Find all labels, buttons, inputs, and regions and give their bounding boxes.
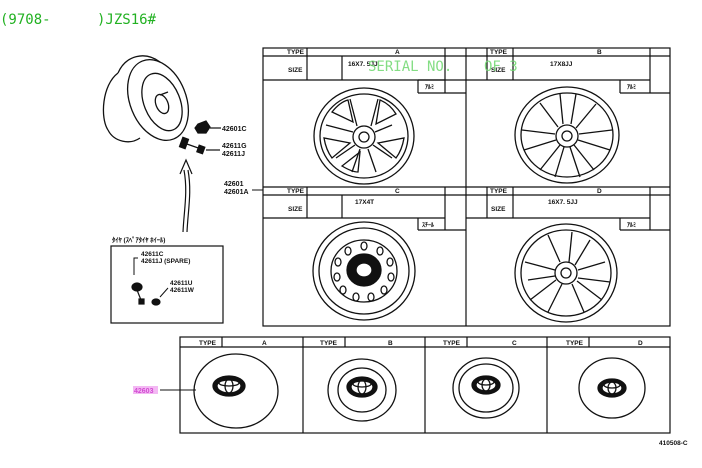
watermark-serial: SERIAL NO.	[368, 59, 453, 75]
hub-nut-icon	[194, 120, 221, 134]
model-code: )JZS16#	[97, 12, 157, 28]
wheel-c-type-label: TYPE	[287, 188, 305, 195]
label-42601a: 42601A	[224, 189, 249, 196]
label-42611j-spare: 42611J (SPARE)	[141, 258, 190, 265]
spare-valve-leaders	[133, 257, 169, 298]
label-42603-highlight	[133, 386, 158, 394]
wheel-type-table	[262, 47, 671, 327]
cap-b-letter: B	[388, 340, 393, 347]
wheel-c-letter: C	[395, 188, 400, 195]
wheel-a-letter: A	[395, 49, 400, 56]
label-42611c: 42611C	[141, 251, 164, 258]
wheel-b-material: ｱﾙﾐ	[627, 84, 636, 91]
watermark-of: OF 3	[484, 59, 518, 75]
wheel-c-material: ｽﾁｰﾙ	[422, 222, 435, 229]
wheel-a-material: ｱﾙﾐ	[425, 84, 434, 91]
label-42603: 42603	[134, 388, 154, 395]
valve-stem-icon	[178, 136, 220, 155]
cap-c-type-label: TYPE	[443, 340, 461, 347]
wheel-d-icon	[514, 223, 618, 323]
center-cap-c-icon	[452, 357, 520, 419]
figure-code: 410508-C	[659, 440, 688, 447]
center-cap-d-icon	[578, 357, 646, 419]
label-42601c: 42601C	[222, 126, 247, 133]
label-42611g: 42611G	[222, 143, 247, 150]
wheel-a-icon	[313, 87, 415, 185]
wheel-a-size: 16X7. 5JJ	[348, 61, 378, 68]
label-42611j: 42611J	[222, 151, 245, 158]
spare-valve-icon	[131, 282, 161, 306]
wheel-a-type-label: TYPE	[287, 49, 305, 56]
wheel-b-size: 17X8JJ	[550, 61, 573, 68]
wheel-a-size-label: SIZE	[288, 67, 303, 74]
wheel-d-letter: D	[597, 188, 602, 195]
wheel-d-material: ｱﾙﾐ	[627, 222, 636, 229]
cap-c-letter: C	[512, 340, 517, 347]
label-42611w: 42611W	[170, 287, 195, 294]
model-prefix: (9708-	[0, 12, 51, 28]
wheel-b-size-label: SIZE	[491, 67, 506, 74]
center-cap-b-icon	[327, 358, 397, 422]
wheel-d-type-label: TYPE	[490, 188, 508, 195]
wheel-c-size-label: SIZE	[288, 206, 303, 213]
wheel-b-icon	[514, 86, 620, 184]
cap-b-type-label: TYPE	[320, 340, 338, 347]
wheel-d-size-label: SIZE	[491, 206, 506, 213]
cap-type-table	[179, 336, 671, 434]
cap-d-letter: D	[638, 340, 643, 347]
label-42611u: 42611U	[170, 280, 193, 287]
cap-a-letter: A	[262, 340, 267, 347]
tire-assembly	[102, 55, 190, 143]
cap-d-type-label: TYPE	[566, 340, 584, 347]
wheel-b-type-label: TYPE	[490, 49, 508, 56]
spare-valve-title: ﾀｲﾔ (ｽﾍﾟｱﾀｲﾔ ﾎｲｰﾙ)	[112, 235, 165, 244]
wheel-d-size: 16X7. 5JJ	[548, 199, 578, 206]
wheel-c-icon	[312, 221, 416, 321]
wheel-b-letter: B	[597, 49, 602, 56]
label-42601: 42601	[224, 181, 244, 188]
reference-arrow	[179, 158, 193, 233]
spare-valve-box	[110, 245, 224, 324]
wheel-c-size: 17X4T	[355, 199, 374, 206]
center-cap-a-icon	[193, 353, 279, 429]
cap-a-type-label: TYPE	[199, 340, 217, 347]
